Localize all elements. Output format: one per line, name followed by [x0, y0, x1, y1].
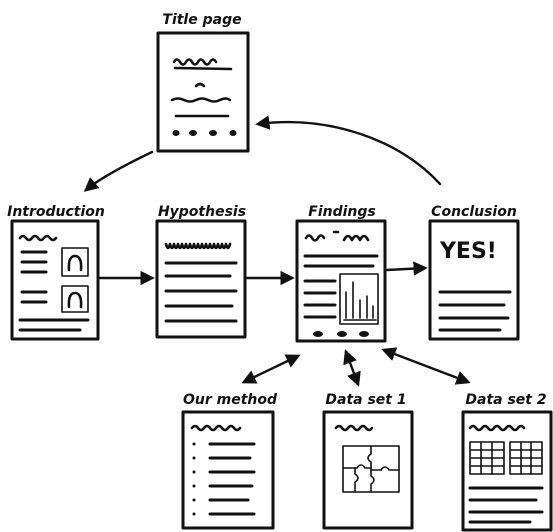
our-method-document [181, 410, 275, 530]
conclusion-document: YES! [428, 219, 520, 341]
puzzle-icon [342, 445, 400, 493]
arrow-title-to-introduction [83, 150, 154, 192]
arrow-findings-our-method [241, 354, 301, 384]
title-page-label: Title page [162, 12, 241, 28]
hypothesis-label: Hypothesis [158, 204, 246, 220]
findings-label: Findings [308, 204, 375, 220]
findings-document [295, 219, 387, 343]
arrow-findings-data-set-1 [343, 349, 361, 387]
conclusion-yes-text: YES! [439, 239, 497, 264]
arrow-findings-data-set-2 [381, 347, 471, 385]
our-method-label: Our method [183, 392, 278, 408]
arrow-conclusion-to-title [255, 115, 442, 186]
data-set-2-label: Data set 2 [465, 392, 546, 408]
data-set-2-document [461, 410, 553, 532]
introduction-document [10, 219, 100, 341]
conclusion-label: Conclusion [431, 204, 517, 220]
data-set-1-label: Data set 1 [325, 392, 406, 408]
title-page-document [156, 31, 250, 153]
hypothesis-document [155, 219, 247, 339]
arrows [83, 115, 471, 387]
table-grid-icon [469, 441, 543, 475]
introduction-label: Introduction [7, 204, 105, 220]
arrow-findings-to-conclusion [385, 261, 428, 276]
data-set-1-document [322, 410, 414, 530]
